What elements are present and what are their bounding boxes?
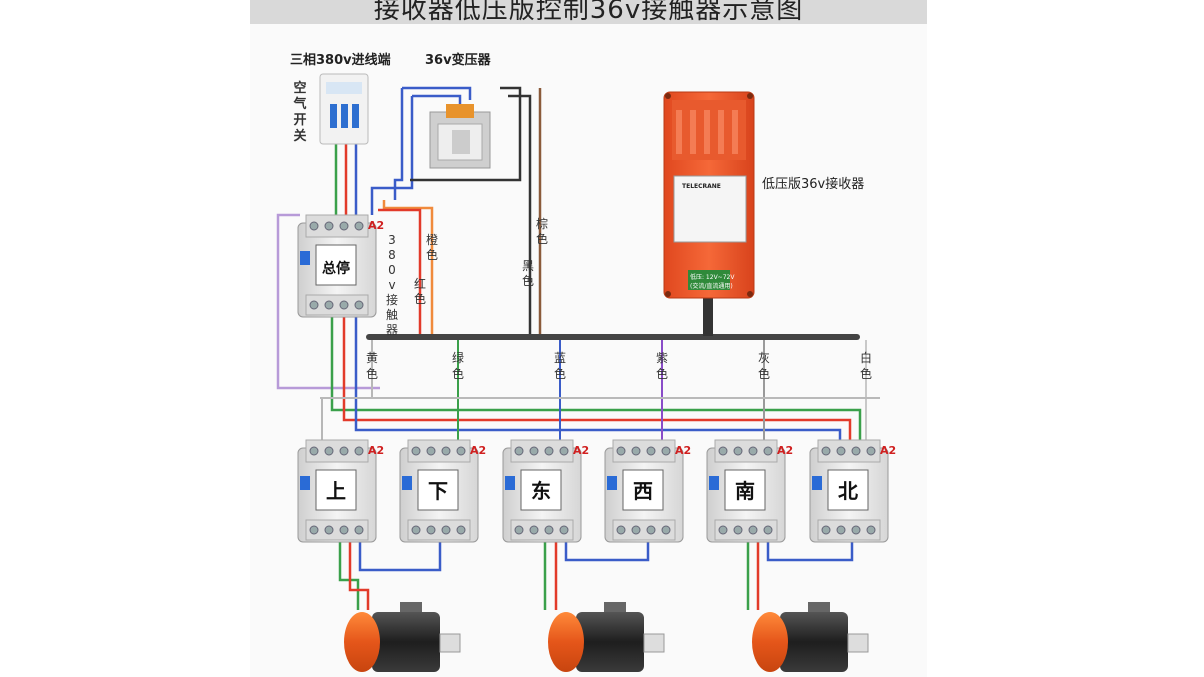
receiver-cable [703, 298, 713, 336]
sticker-voltage: 低压: 12V~72V [690, 273, 735, 281]
air-switch-label: 空气开关 [293, 80, 306, 144]
wire-label-1: 橙色 [426, 232, 438, 262]
contactor-label: 下 [428, 479, 448, 503]
air-switch [319, 73, 369, 145]
wire-orange [382, 200, 434, 335]
terminal-a2-label: A2 [880, 444, 896, 457]
wire-m1-r [348, 540, 370, 610]
wire-blue-transformer [393, 88, 404, 200]
wire-red-main [342, 300, 852, 440]
wire-blue-2 [370, 96, 414, 215]
contactor-label: 北 [838, 479, 858, 503]
bus-wire-label-2: 蓝色 [554, 351, 566, 381]
contactor-label: 总停 [322, 260, 350, 277]
wire-blue-3 [412, 94, 462, 104]
contactor-label: 南 [735, 479, 755, 503]
sticker-brand: TELECRANE [682, 183, 721, 190]
voltage-label-plate [688, 270, 730, 290]
contactor-main: 总停 A2 [297, 214, 384, 318]
title-bar: 接收器低压版控制36v接触器示意图 [250, 0, 927, 24]
terminal-a2-label: A2 [675, 444, 691, 457]
wire-label-0: 红色 [414, 276, 426, 306]
wire-m1-b [358, 540, 442, 572]
wiring [276, 86, 880, 610]
wire-yellow-tap [321, 340, 373, 440]
receiver-box [663, 91, 755, 299]
terminal-a2-label: A2 [368, 219, 384, 232]
terminal-a2-label: A2 [573, 444, 589, 457]
bus-wire-label-5: 白色 [860, 350, 872, 381]
power-in-label: 三相380v进线端 [290, 52, 391, 68]
receiver-sticker [673, 175, 747, 243]
wire-purple-loop [276, 213, 380, 390]
wire-red [378, 208, 422, 335]
contactor-5: 南 A2 [706, 439, 793, 543]
wire-label-2: 黑色 [522, 259, 534, 288]
bus-wire-label-1: 绿色 [452, 350, 464, 381]
receiver-label: 低压版36v接收器 [762, 176, 864, 192]
contactor-label: 上 [326, 479, 346, 503]
motor-1 [344, 602, 461, 672]
wire-blue-top [402, 86, 472, 100]
terminal-a2-label: A2 [368, 444, 384, 457]
wire-black-bus [508, 94, 532, 335]
contactor-4: 西 A2 [604, 439, 691, 543]
contactor-6: 北 A2 [809, 439, 896, 543]
contactor-3: 东 A2 [502, 439, 589, 543]
transformer-label: 36v变压器 [425, 52, 492, 68]
terminal-a2-label: A2 [777, 444, 793, 457]
contactor-label: 西 [633, 479, 653, 503]
motor-2 [548, 602, 665, 672]
contactors: 总停 A2 上 A2 下 A2 东 A2 西 A2 南 A2 北 A2 [297, 214, 896, 543]
motor-3 [752, 602, 869, 672]
contactor-2: 下 A2 [399, 439, 486, 543]
contactor-1: 上 A2 [297, 439, 384, 543]
wire-m2-b [564, 540, 650, 562]
wire-label-3: 棕色 [536, 216, 548, 246]
wire-black-trans [410, 86, 522, 182]
bus-wire-label-3: 紫色 [656, 351, 668, 381]
control-bus-bar [366, 334, 860, 340]
transformer [429, 104, 491, 169]
sticker-note: (交流/直流通用) [690, 282, 733, 290]
bus-wire-label-4: 灰色 [758, 351, 770, 381]
terminal-a2-label: A2 [470, 444, 486, 457]
wire-green-main [330, 300, 862, 440]
contactor-label: 东 [531, 479, 551, 503]
page-title: 接收器低压版控制36v接触器示意图 [373, 0, 804, 24]
wire-blue-main [354, 300, 842, 440]
wire-m3-b [766, 540, 854, 562]
bus-wire-label-0: 黄色 [366, 351, 378, 381]
